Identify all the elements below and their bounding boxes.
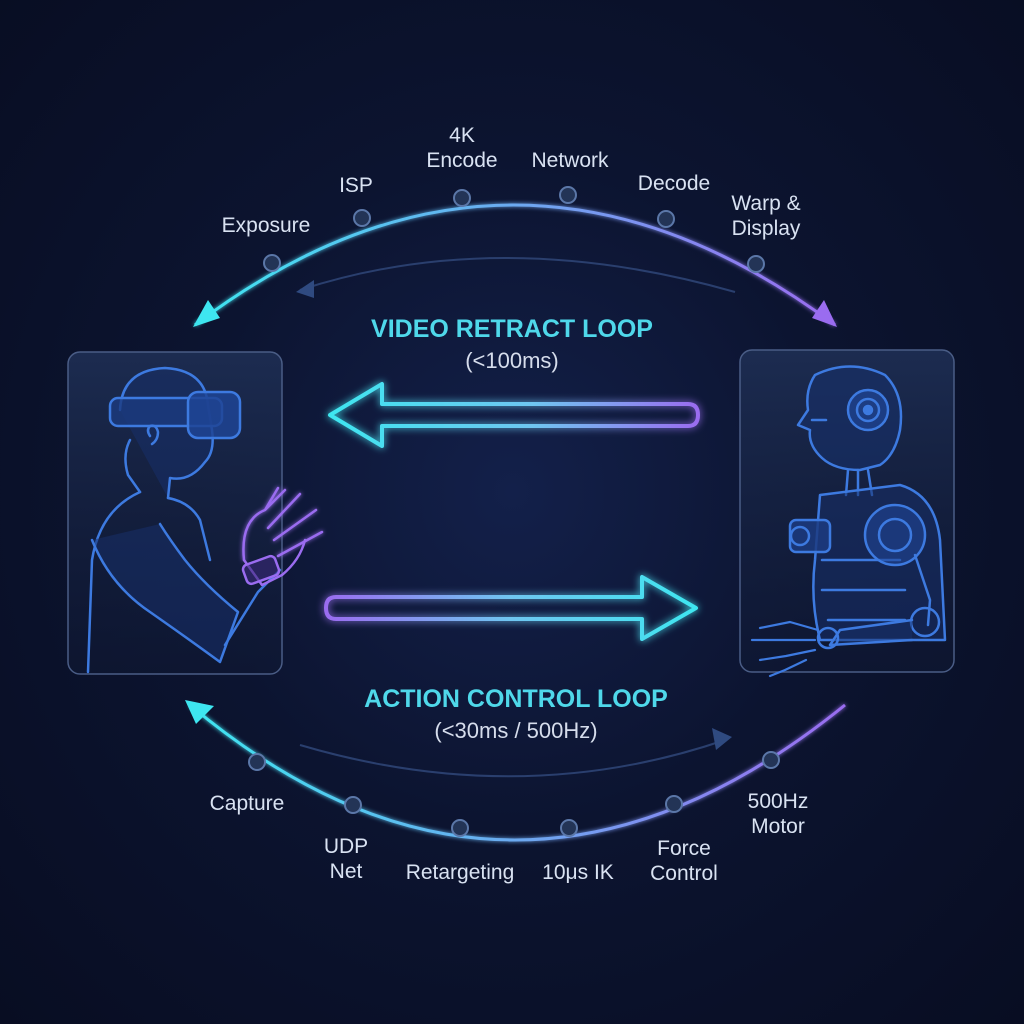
action-flow-arrow [324, 575, 698, 641]
video-stage-node [747, 255, 765, 273]
action-stage-label: Capture [210, 792, 285, 815]
action-stage-node [665, 795, 683, 813]
video-loop-arc [193, 203, 837, 327]
video-stage-label: ISP [339, 174, 373, 197]
video-stage-node [263, 254, 281, 272]
video-inner-arrowhead [296, 280, 314, 298]
video-loop-latency: (<100ms) [465, 348, 559, 373]
action-loop-arc [185, 700, 846, 842]
video-arc-arrowhead-right [812, 300, 837, 327]
video-stage-label: Display [732, 217, 801, 240]
video-flow-arrow [328, 382, 700, 448]
video-stage-node [657, 210, 675, 228]
action-stage-label: Force [657, 837, 711, 860]
video-stage-label: Warp & [731, 192, 800, 215]
action-stage-node [560, 819, 578, 837]
action-stage-label: Control [650, 862, 718, 885]
action-stage-node [344, 796, 362, 814]
humanoid-robot-icon [750, 365, 947, 678]
video-stage-node [559, 186, 577, 204]
action-loop-latency: (<30ms / 500Hz) [434, 718, 597, 743]
action-stage-label: Motor [751, 815, 805, 838]
action-stage-label: Retargeting [406, 861, 515, 884]
operator-panel [67, 351, 324, 675]
vr-operator-icon [86, 366, 324, 674]
action-stage-node [451, 819, 469, 837]
action-stage-label: UDP [324, 835, 368, 858]
video-stage-label: Encode [426, 149, 497, 172]
video-stage-label: Exposure [222, 214, 311, 237]
action-stage-node [248, 753, 266, 771]
video-stage-node [453, 189, 471, 207]
video-stage-label: 4K [449, 124, 475, 147]
action-stage-node [762, 751, 780, 769]
video-stage-node [353, 209, 371, 227]
action-stage-label: 500Hz [748, 790, 809, 813]
action-arc-arrowhead-left [185, 700, 214, 724]
action-stage-label: 10μs IK [542, 861, 614, 884]
video-stage-label: Network [531, 149, 609, 172]
action-stage-label: Net [330, 860, 363, 883]
action-loop-title: ACTION CONTROL LOOP [364, 685, 668, 713]
video-arc-arrowhead-left [193, 300, 220, 327]
video-stage-label: Decode [638, 172, 710, 195]
action-inner-arrowhead [712, 728, 732, 750]
robot-panel [739, 349, 955, 678]
video-loop-title: VIDEO RETRACT LOOP [371, 315, 653, 343]
